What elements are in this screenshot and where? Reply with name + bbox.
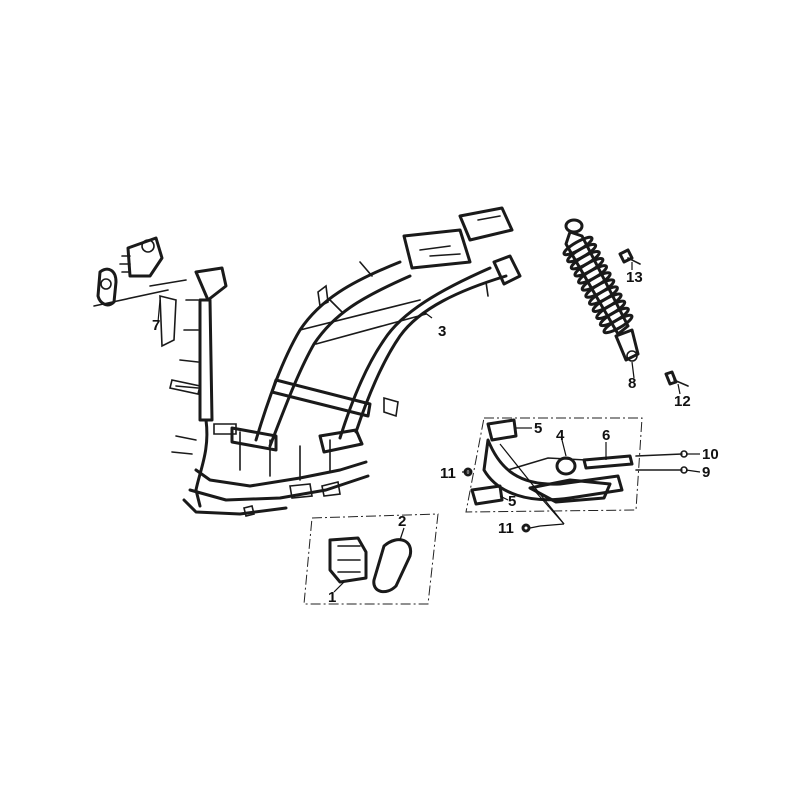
stand-parts-inset xyxy=(463,417,688,533)
callout-12: 12 xyxy=(674,393,691,410)
callout-5-top: 5 xyxy=(534,420,542,437)
steering-lock-assembly[interactable] xyxy=(93,236,201,395)
main-frame[interactable] xyxy=(171,206,522,517)
spring-coil xyxy=(602,313,634,335)
callout-9: 9 xyxy=(702,464,710,481)
leader-lines xyxy=(157,262,701,593)
callout-13: 13 xyxy=(626,269,643,286)
bolt-12[interactable] xyxy=(664,370,689,387)
callout-11-upper: 11 xyxy=(440,465,456,482)
callouts: 3 7 8 13 12 5 5 4 6 10 9 11 11 1 2 xyxy=(152,269,719,606)
callout-4: 4 xyxy=(556,427,565,444)
callout-8: 8 xyxy=(628,375,636,392)
callout-3: 3 xyxy=(438,323,446,340)
rear-shock-absorber[interactable] xyxy=(562,218,640,362)
callout-1: 1 xyxy=(328,589,336,606)
callout-10: 10 xyxy=(702,446,719,463)
bolt-13[interactable] xyxy=(618,248,641,265)
callout-5-bottom: 5 xyxy=(508,493,516,510)
cover-parts-inset xyxy=(303,513,439,605)
callout-2: 2 xyxy=(398,513,406,530)
callout-6: 6 xyxy=(602,427,610,444)
callout-11-lower: 11 xyxy=(498,520,514,537)
callout-7: 7 xyxy=(152,317,160,334)
